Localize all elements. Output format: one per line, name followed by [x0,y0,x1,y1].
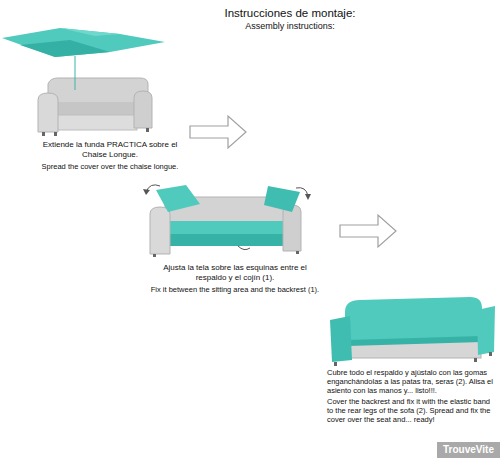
step-arrow [190,116,246,148]
sofa-arm [38,93,58,132]
step-text: Cubre todo el respaldo y ajústalo con la… [327,368,497,395]
sofa-step-1 [38,78,152,136]
step-text: Extiende la funda PRACTICA sobre el Chai… [35,140,185,160]
fold-arrowhead [305,194,311,200]
sofa-step-2 [143,185,311,257]
sofa-arm [150,207,170,254]
cover-arm [330,316,352,362]
cover-front [159,234,296,246]
step-text: Ajusta la tela sobre las esquinas entre … [150,263,320,283]
cover-flap [264,186,300,212]
sofa-leg [54,132,57,136]
step-text-english: Fix it between the sitting area and the … [150,285,320,294]
sofa-seat [55,102,137,115]
sofa-step-3 [330,297,495,366]
sofa-leg [296,251,299,254]
sofa-leg [334,362,337,366]
sheet-subtitle: Assembly instructions: [170,21,410,32]
sofa-seat-front [55,115,137,130]
step-text-english: Spread the cover over the chaise longue. [35,162,185,171]
cover-flap [156,185,200,212]
cover-sheet [2,28,165,57]
sofa-backrest [48,78,148,104]
drop-line [75,56,76,90]
cover-backrest [345,297,482,345]
cover-seat [159,221,296,234]
sofa-arm [134,91,152,128]
cover-fold [20,40,110,57]
fold-arrowhead [143,189,150,195]
cover-step-1 [2,28,165,90]
sofa-leg [153,254,156,257]
fold-arrow [238,246,250,250]
step-text-english: Cover the backrest and fix it with the e… [327,397,497,424]
sheet-title: Instrucciones de montaje: [170,7,410,21]
cover-edge [348,336,482,346]
cover-arm [477,306,495,355]
sofa-leg [42,132,45,136]
sofa-leg [146,128,149,132]
cover-fold [60,28,120,36]
watermark: TrouveVite [437,442,500,458]
step-arrow [340,215,396,247]
sofa-leg [474,358,477,362]
sofa-leg [489,352,492,356]
